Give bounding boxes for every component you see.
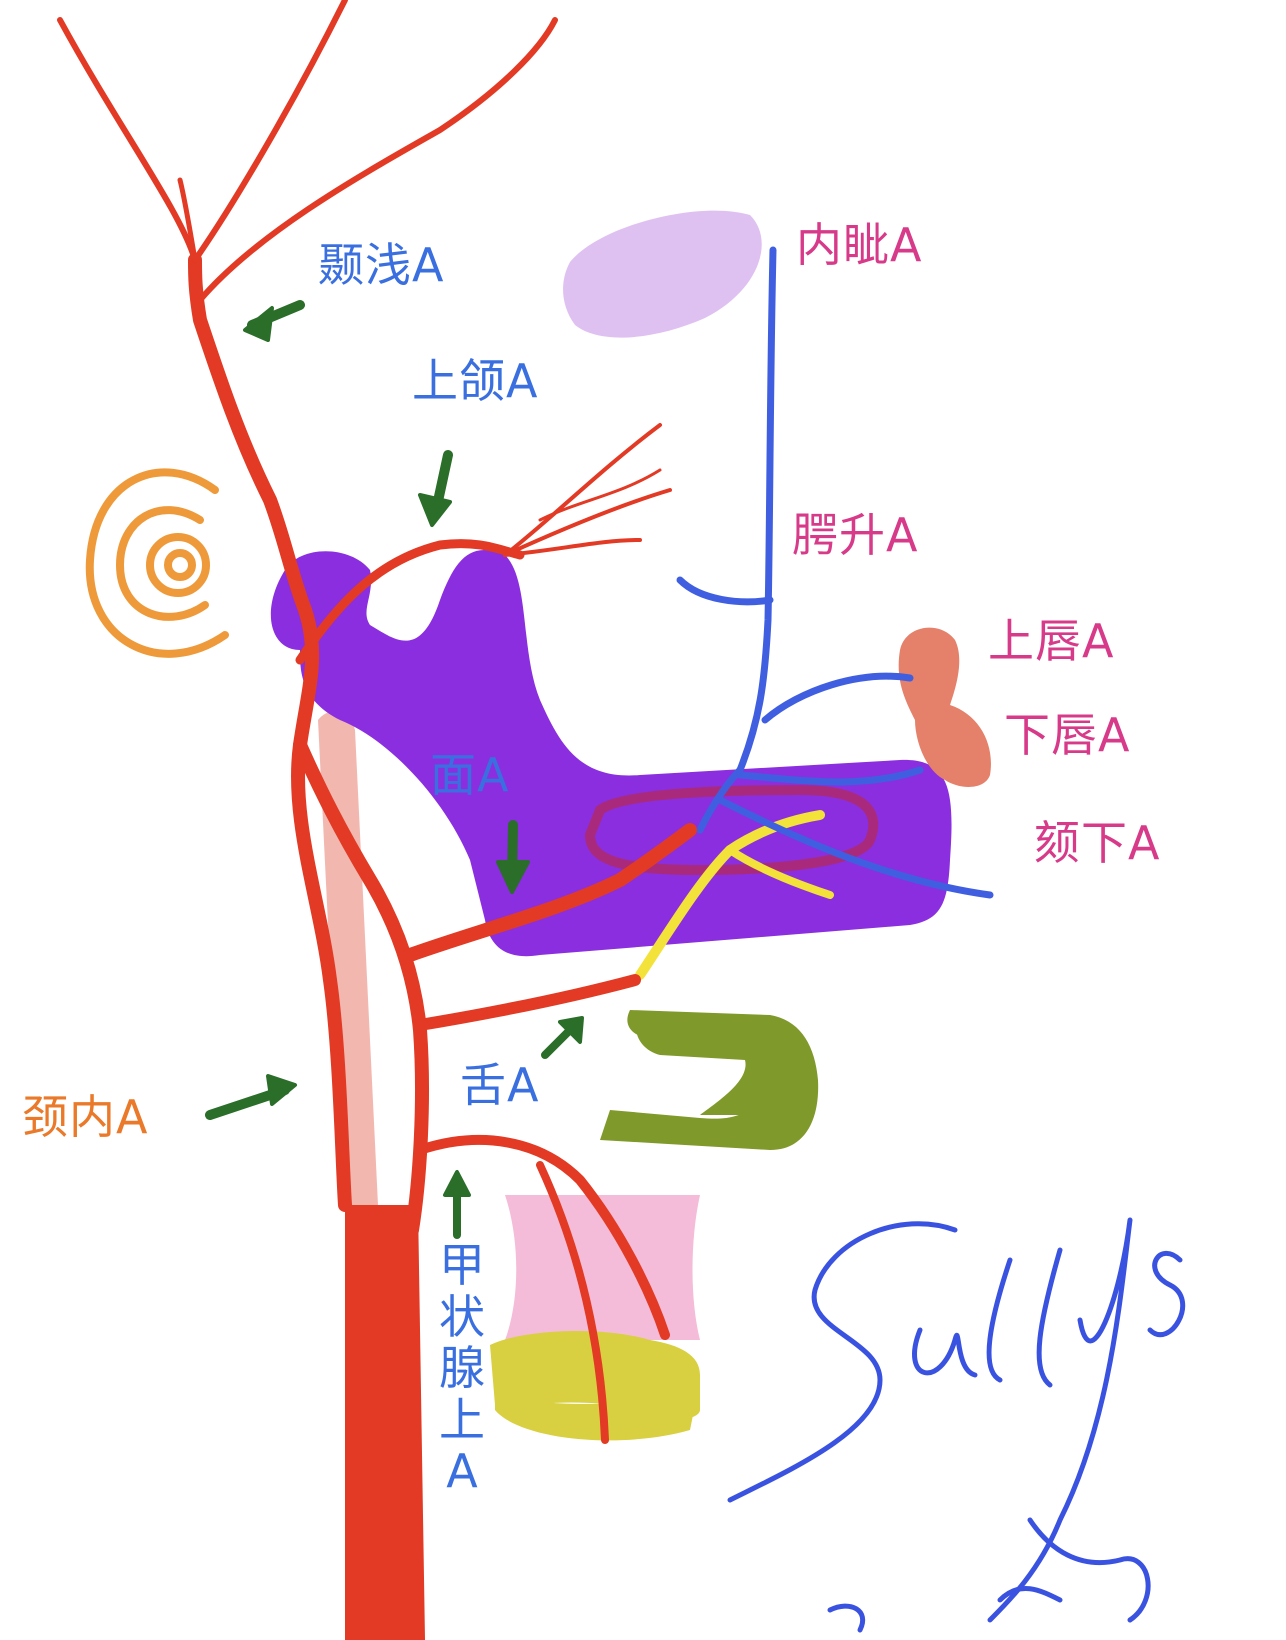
- arrows: [205, 300, 584, 1239]
- arrow-facial-icon: [496, 820, 530, 894]
- nerve-branch: [726, 846, 834, 899]
- label-inferior-labial: 下唇A: [1004, 708, 1131, 762]
- arrow-maxillary-icon: [418, 450, 453, 527]
- cricoid-ring-lower: [495, 1390, 698, 1441]
- label-superficial-temporal: 颞浅A: [318, 238, 445, 292]
- lavender-region: [563, 210, 762, 338]
- label-superior-thyroid: 甲 状 腺 上 A: [439, 1238, 485, 1499]
- cricoid-ring: [490, 1330, 700, 1419]
- label-facial: 面A: [430, 748, 510, 802]
- common-carotid: [345, 1205, 425, 1640]
- pink-vessel-strip: [318, 711, 378, 1210]
- label-internal-carotid: 颈内A: [22, 1090, 149, 1144]
- arrow-temporal-icon: [243, 300, 305, 342]
- arteries: [57, 0, 697, 1444]
- label-submental: 颏下A: [1034, 816, 1161, 870]
- arrow-thyroid-icon: [443, 1170, 471, 1239]
- arrow-internal-carotid-icon: [205, 1074, 297, 1120]
- label-lingual: 舌A: [460, 1058, 540, 1112]
- arrow-lingual-icon: [541, 1016, 584, 1059]
- purple-facial-region: [270, 550, 952, 957]
- label-infraorbital: 内眦A: [796, 218, 923, 272]
- blue-branches: [676, 246, 994, 899]
- lip-region: [898, 627, 991, 787]
- tongue-shape-2: [636, 1015, 809, 1115]
- label-maxillary: 上颌A: [412, 354, 539, 408]
- label-superior-labial: 上唇A: [988, 614, 1115, 668]
- ear-icon: [85, 468, 229, 658]
- nerve: [635, 810, 825, 980]
- label-palatine: 腭升A: [792, 508, 919, 562]
- signature-drawing: [727, 1217, 1186, 1633]
